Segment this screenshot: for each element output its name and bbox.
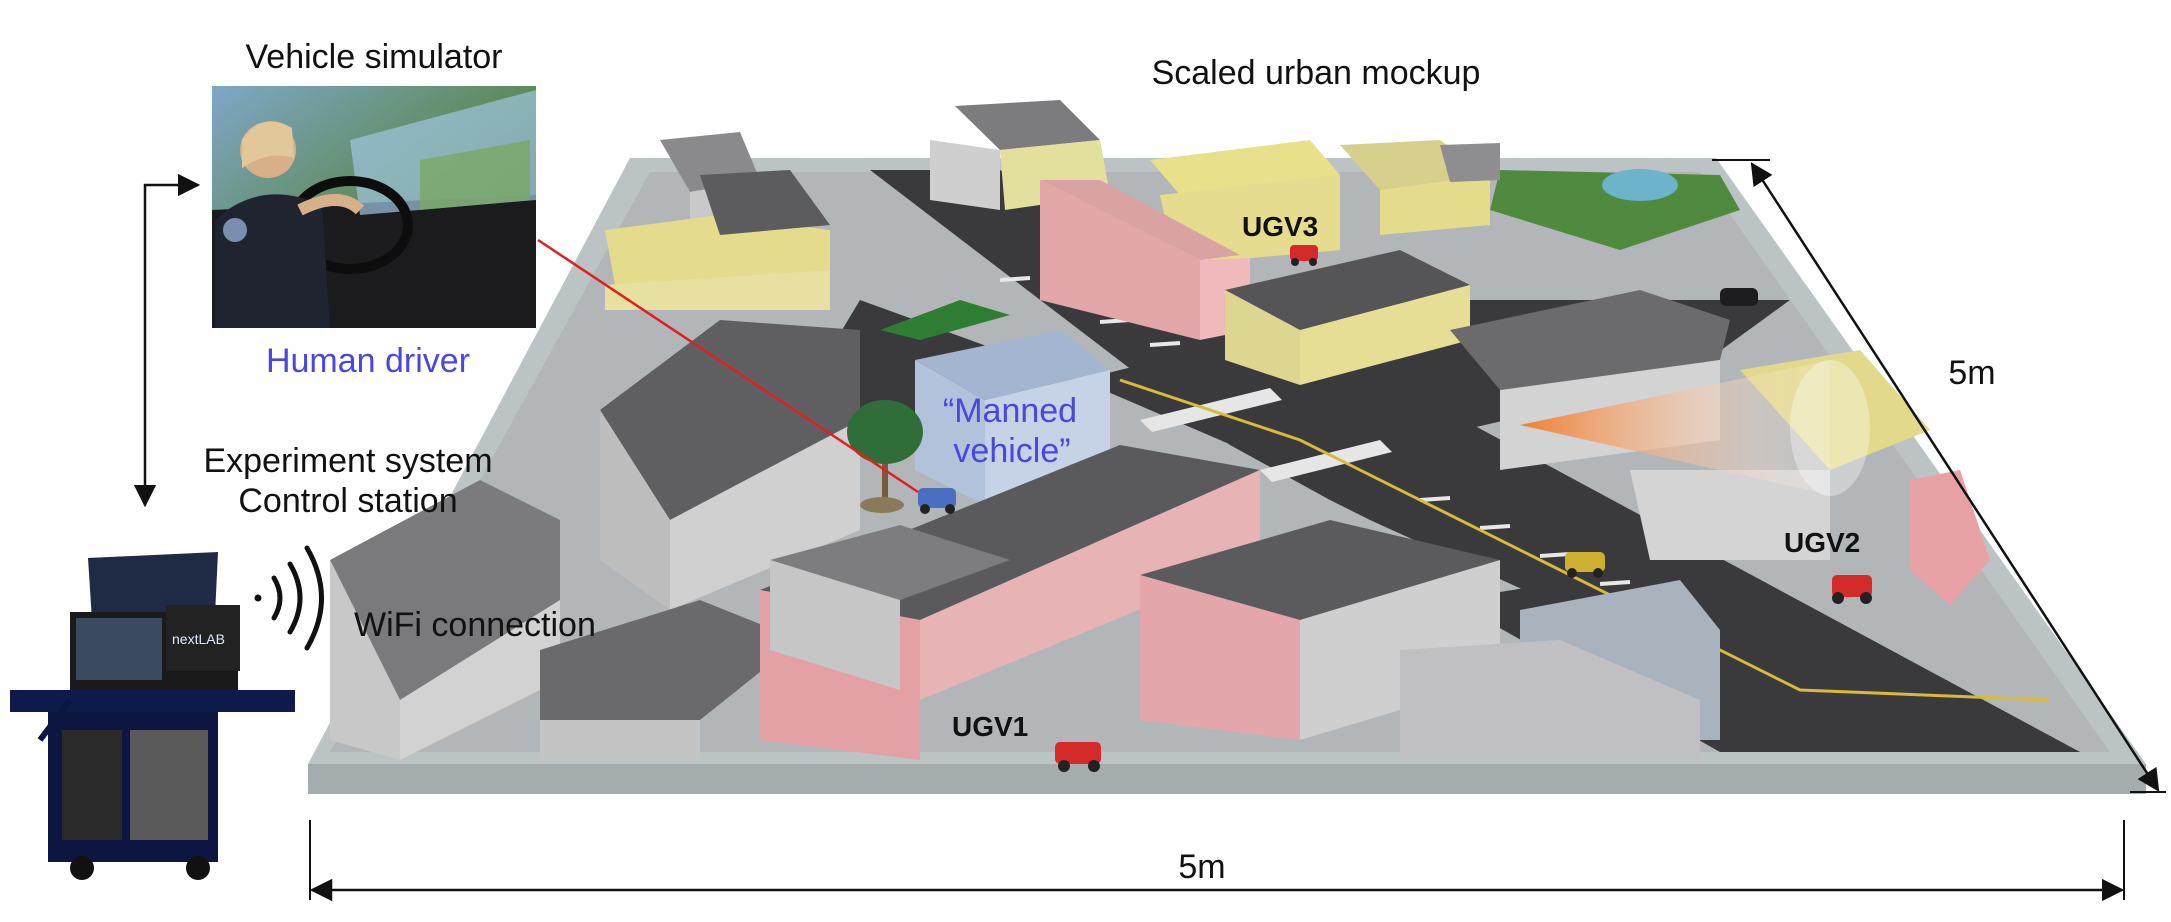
wifi-icon [254, 545, 324, 651]
depth-dimension-arrow [1750, 162, 2160, 792]
control-station-image: nextLAB [10, 552, 295, 880]
sim-control-link-arrow [133, 173, 201, 508]
ugv3-vehicle [1290, 245, 1318, 266]
building-yellow-left [605, 170, 830, 310]
building-pink-center [1040, 180, 1250, 340]
ugv1-vehicle [1055, 742, 1101, 772]
yellow-car [1565, 552, 1605, 578]
mockup-base-side [308, 764, 2146, 794]
manned-vehicle-label-line2: vehicle” [953, 432, 1070, 470]
park-fountain [1602, 169, 1678, 201]
black-car [1720, 288, 1758, 306]
ugv2-label: UGV2 [1784, 527, 1860, 558]
station-logo-text: nextLAB [172, 631, 225, 647]
tree [847, 400, 923, 513]
scaled-urban-mockup-label: Scaled urban mockup [1152, 54, 1481, 92]
park-area [1490, 170, 1740, 250]
vehicle-simulator-label: Vehicle simulator [245, 38, 502, 76]
green-median [880, 300, 1010, 340]
sensor-cone-end [1790, 360, 1870, 496]
control-station-label: Control station [238, 482, 457, 520]
experiment-system-label: Experiment system [203, 442, 492, 480]
width-dimension-label: 5m [1178, 848, 1225, 886]
vehicle-simulator-image [212, 86, 536, 328]
manned-vehicle-label-line1: “Manned [943, 392, 1077, 430]
depth-dimension-label: 5m [1948, 354, 1995, 392]
urban-mockup [308, 100, 2146, 794]
human-driver-label: Human driver [266, 342, 470, 380]
wifi-connection-label: WiFi connection [354, 606, 596, 644]
manned-vehicle-link-line [537, 238, 919, 494]
building-yellow-center [1225, 250, 1470, 385]
ugv1-label: UGV1 [952, 711, 1028, 742]
ugv3-label: UGV3 [1242, 211, 1318, 242]
building-pink-front [760, 445, 1260, 760]
buildings-left [330, 320, 860, 760]
manned-vehicle-car [918, 488, 956, 514]
